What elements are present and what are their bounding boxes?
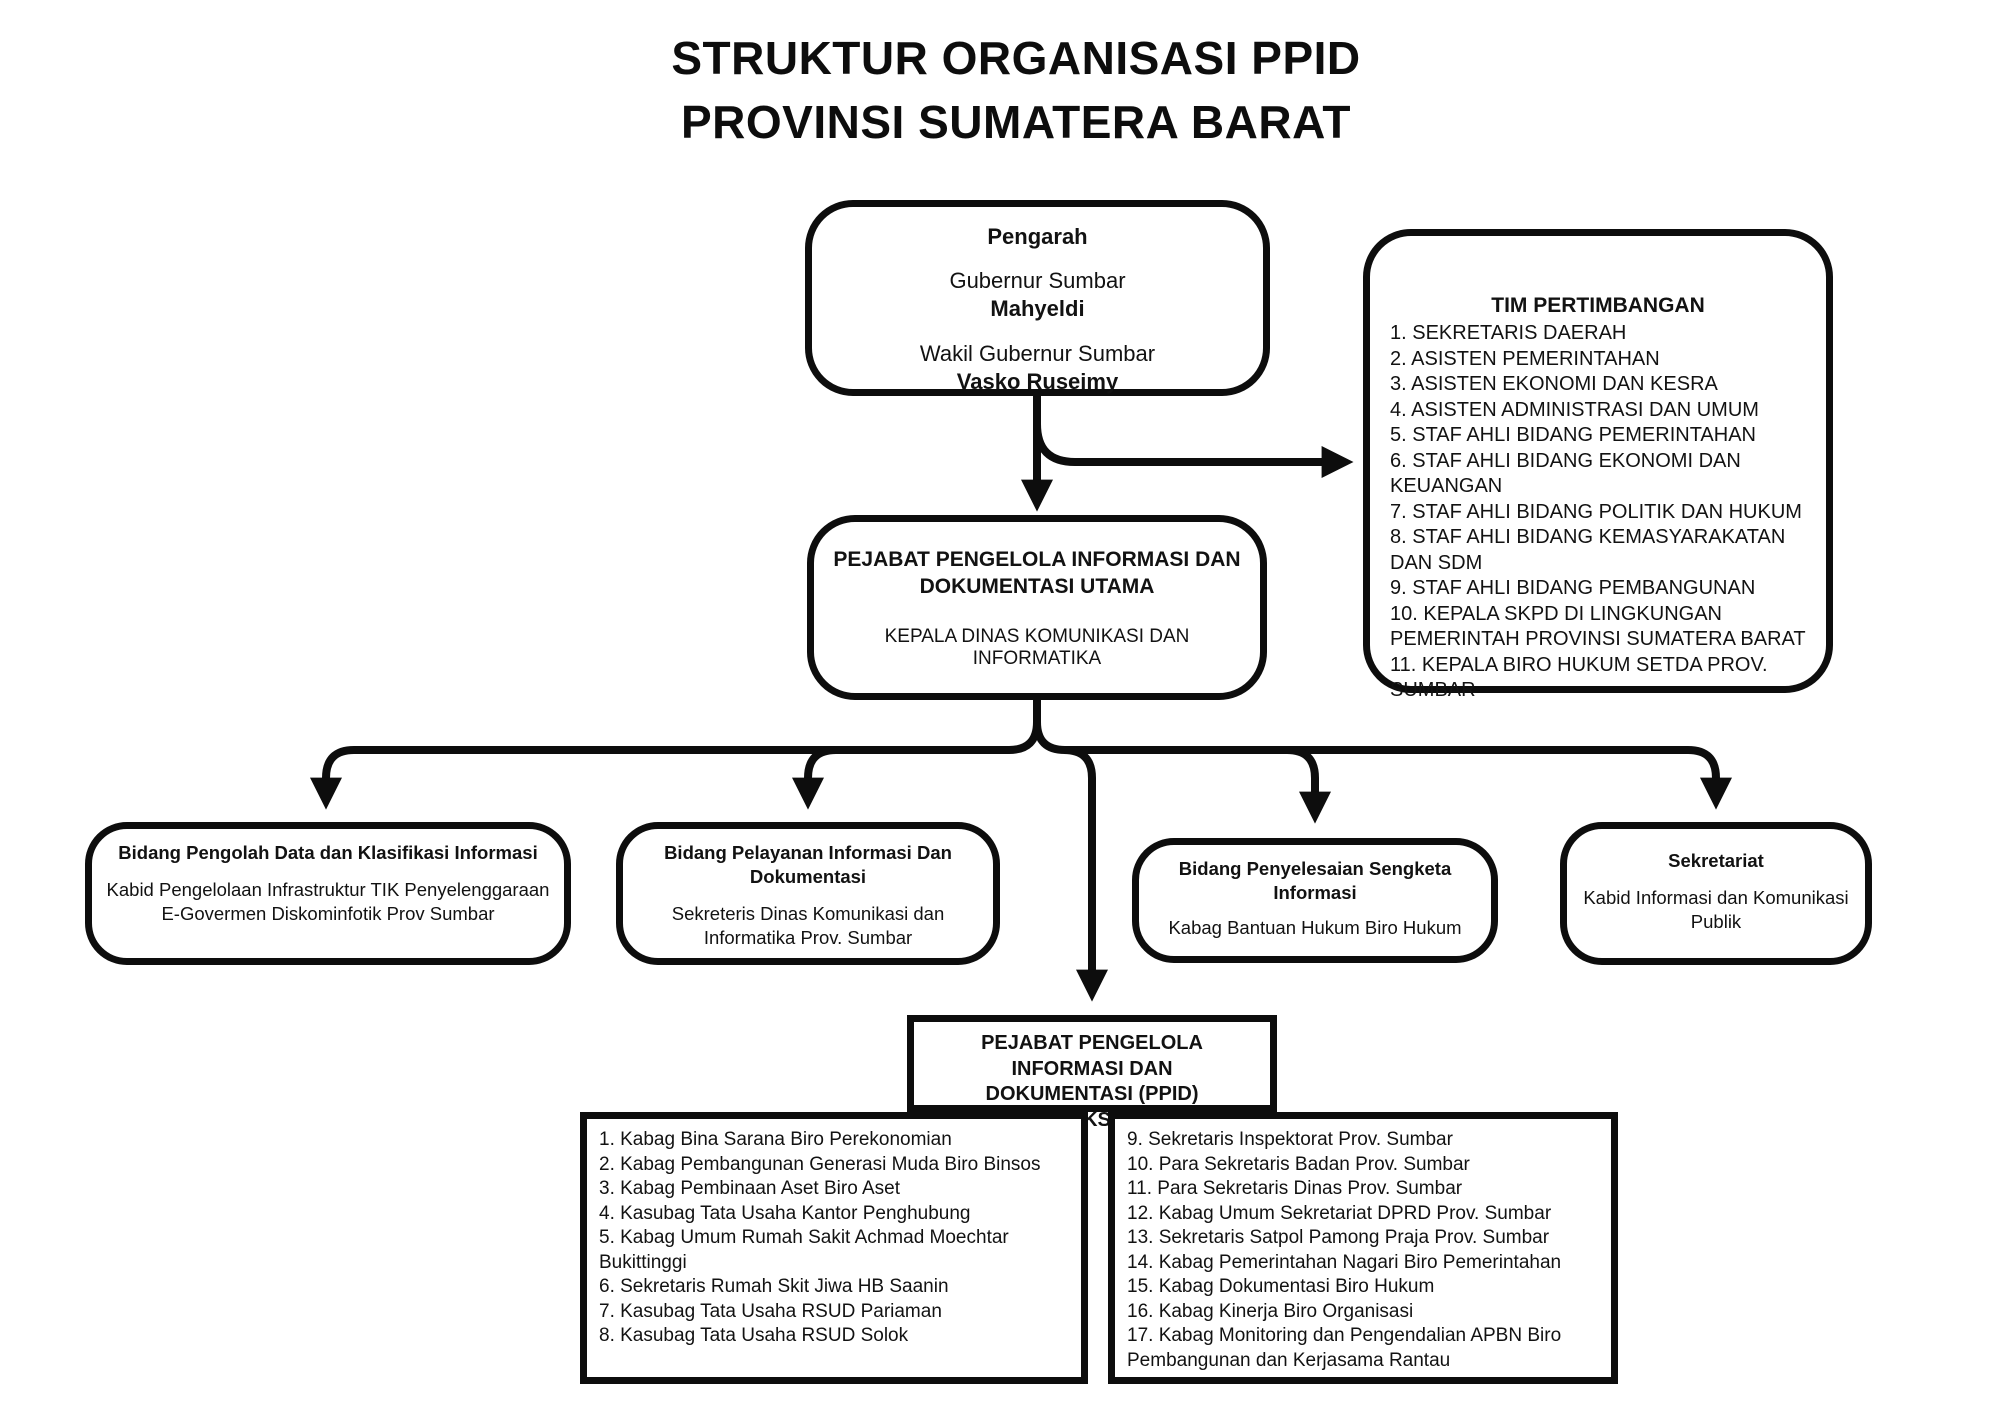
ppid-utama-holder: KEPALA DINAS KOMUNIKASI DAN INFORMATIKA: [884, 625, 1190, 669]
list-item: 6. Sekretaris Rumah Skit Jiwa HB Saanin: [599, 1276, 949, 1297]
tim-pertimbangan-box: TIM PERTIMBANGAN 1. SEKRETARIS DAERAH 2.…: [1363, 229, 1833, 701]
connector-pengarah-to-tim: [1033, 423, 1354, 478]
list-item: 4. Kasubag Tata Usaha Kantor Penghubung: [599, 1202, 971, 1224]
ppid-utama-heading: PEJABAT PENGELOLA INFORMASI DAN DOKUMENT…: [833, 547, 1241, 598]
list-item: 17. Kabag Monitoring dan Pengendalian AP…: [1127, 1325, 1562, 1371]
sekretariat-box: Sekretariat Kabid Informasi dan Komunika…: [1560, 822, 1872, 965]
page-title: STRUKTUR ORGANISASI PPID PROVINSI SUMATE…: [316, 26, 1716, 154]
list-item: 15. Kabag Dokumentasi Biro Hukum: [1127, 1276, 1435, 1297]
list-item: 8. Kasubag Tata Usaha RSUD Solok: [599, 1325, 909, 1346]
tim-item: 6. STAF AHLI BIDANG EKONOMI DAN KEUANGAN: [1390, 449, 1741, 498]
tim-item: 5. STAF AHLI BIDANG PEMERINTAHAN: [1390, 424, 1756, 446]
connector-utama-to-bidang2: [792, 746, 837, 810]
list-item: 16. Kabag Kinerja Biro Organisasi: [1127, 1300, 1414, 1322]
bidang-pengolah-data-heading: Bidang Pengolah Data dan Klasifikasi Inf…: [118, 842, 538, 863]
list-item: 9. Sekretaris Inspektorat Prov. Sumbar: [1127, 1129, 1453, 1150]
sekretariat-holder: Kabid Informasi dan Komunikasi Publik: [1583, 887, 1849, 932]
connector-utama-to-pelaksana: [1063, 746, 1108, 1002]
tim-item: 4. ASISTEN ADMINISTRASI DAN UMUM: [1390, 398, 1759, 421]
ppid-utama-box: PEJABAT PENGELOLA INFORMASI DAN DOKUMENT…: [807, 515, 1267, 700]
tim-item: 11. KEPALA BIRO HUKUM SETDA PROV. SUMBAR: [1390, 653, 1768, 702]
bidang-pelayanan-informasi-box: Bidang Pelayanan Informasi Dan Dokumenta…: [616, 822, 1000, 965]
list-item: 7. Kasubag Tata Usaha RSUD Pariaman: [599, 1300, 942, 1322]
tim-item: 10. KEPALA SKPD DI LINGKUNGAN PEMERINTAH…: [1390, 602, 1806, 651]
ppid-pelaksana-box: PEJABAT PENGELOLA INFORMASI DAN DOKUMENT…: [907, 1015, 1277, 1131]
list-item: 10. Para Sekretaris Badan Prov. Sumbar: [1127, 1153, 1470, 1175]
tim-item: 9. STAF AHLI BIDANG PEMBANGUNAN: [1390, 577, 1756, 599]
bidang-pengolah-data-holder: Kabid Pengelolaan Infrastruktur TIK Peny…: [106, 879, 550, 924]
connector-utama-to-bidang4: [1033, 721, 1732, 810]
tim-item: 1. SEKRETARIS DAERAH: [1390, 322, 1627, 344]
page-title-line-2: PROVINSI SUMATERA BARAT: [681, 96, 1351, 148]
list-item: 13. Sekretaris Satpol Pamong Praja Prov.…: [1127, 1227, 1550, 1248]
sekretariat-heading: Sekretariat: [1668, 850, 1764, 871]
page-title-line-1: STRUKTUR ORGANISASI PPID: [671, 32, 1361, 84]
pengarah-role-2: Wakil Gubernur Sumbar: [919, 341, 1156, 366]
tim-item: 3. ASISTEN EKONOMI DAN KESRA: [1390, 373, 1718, 395]
list-item: 2. Kabag Pembangunan Generasi Muda Biro …: [599, 1153, 1041, 1175]
list-item: 11. Para Sekretaris Dinas Prov. Sumbar: [1127, 1178, 1463, 1199]
bidang-pengolah-data-box: Bidang Pengolah Data dan Klasifikasi Inf…: [85, 822, 571, 965]
pengarah-box: Pengarah Gubernur Sumbar Mahyeldi Wakil …: [805, 200, 1270, 396]
connector-utama-to-bidang3: [1286, 746, 1331, 824]
pengarah-name-2: Vasko Ruseimy: [956, 369, 1119, 394]
list-item: 12. Kabag Umum Sekretariat DPRD Prov. Su…: [1127, 1202, 1552, 1224]
tim-pertimbangan-heading: TIM PERTIMBANGAN: [1491, 294, 1705, 317]
tim-item: 2. ASISTEN PEMERINTAHAN: [1390, 347, 1660, 370]
pengarah-heading: Pengarah: [987, 224, 1088, 249]
pelaksana-list-right-box: 9. Sekretaris Inspektorat Prov. Sumbar 1…: [1108, 1112, 1618, 1384]
bidang-pelayanan-informasi-holder: Sekreteris Dinas Komunikasi dan Informat…: [671, 903, 945, 948]
bidang-penyelesaian-sengketa-holder: Kabag Bantuan Hukum Biro Hukum: [1168, 917, 1462, 938]
bidang-pelayanan-informasi-heading: Bidang Pelayanan Informasi Dan Dokumenta…: [664, 842, 952, 887]
list-item: 14. Kabag Pemerintahan Nagari Biro Pemer…: [1127, 1251, 1562, 1273]
list-item: 5. Kabag Umum Rumah Sakit Achmad Moechta…: [599, 1227, 1009, 1273]
pelaksana-list-left-box: 1. Kabag Bina Sarana Biro Perekonomian 2…: [580, 1112, 1088, 1384]
tim-item: 7. STAF AHLI BIDANG POLITIK DAN HUKUM: [1390, 500, 1802, 523]
list-item: 3. Kabag Pembinaan Aset Biro Aset: [599, 1178, 901, 1199]
bidang-penyelesaian-sengketa-heading: Bidang Penyelesaian Sengketa Informasi: [1178, 858, 1452, 903]
tim-item: 8. STAF AHLI BIDANG KEMASYARAKATAN DAN S…: [1390, 526, 1786, 574]
list-item: 1. Kabag Bina Sarana Biro Perekonomian: [599, 1129, 952, 1150]
pengarah-name-1: Mahyeldi: [990, 296, 1085, 321]
pengarah-role-1: Gubernur Sumbar: [949, 268, 1126, 293]
bidang-penyelesaian-sengketa-box: Bidang Penyelesaian Sengketa Informasi K…: [1132, 838, 1498, 963]
connector-utama-to-bidang1: [310, 721, 1041, 810]
